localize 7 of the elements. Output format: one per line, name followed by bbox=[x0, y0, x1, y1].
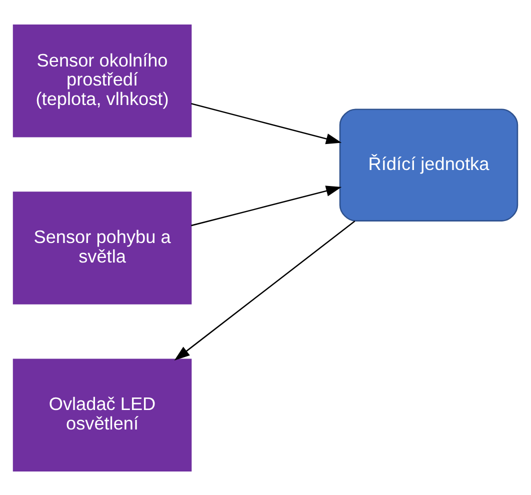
node-box: Sensor pohybu a světla bbox=[12, 191, 192, 304]
node-box: Řídící jednotka bbox=[339, 108, 518, 221]
arrow bbox=[174, 220, 356, 360]
arrow bbox=[191, 102, 342, 144]
node-box: Ovladač LED osvětlení bbox=[12, 358, 192, 471]
node-box: Sensor okolního prostředí (teplota, vlhkost) bbox=[12, 24, 192, 137]
arrow bbox=[191, 185, 342, 226]
